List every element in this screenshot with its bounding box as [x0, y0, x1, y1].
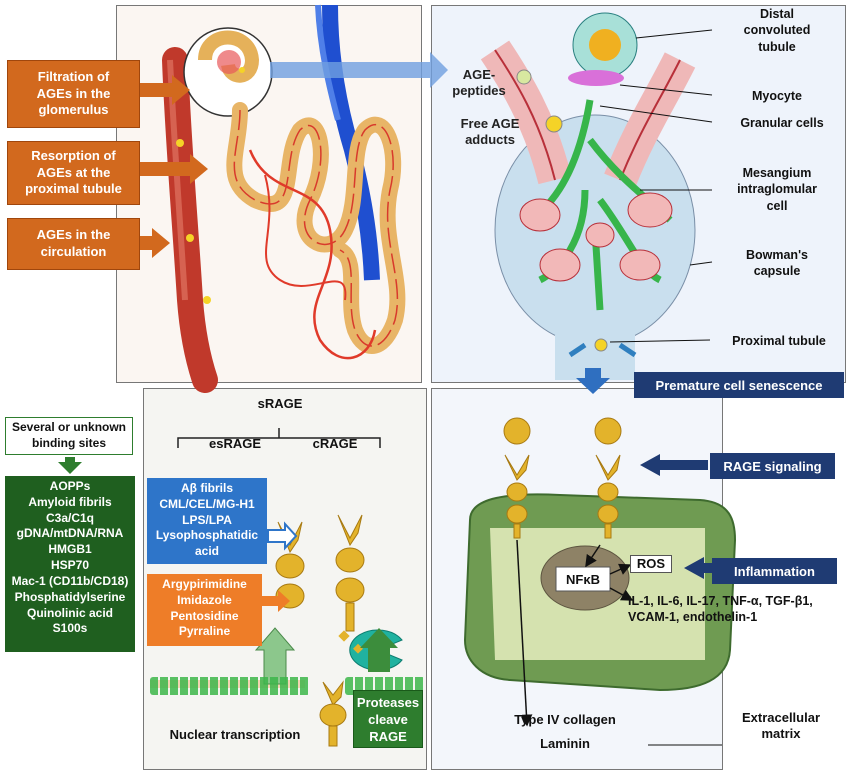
rage-receptor-3 — [319, 680, 347, 747]
esrage-label: esRAGE — [208, 436, 262, 451]
blue-ligand-list: Aβ fibrils CML/CEL/MG-H1 LPS/LPA Lysopho… — [147, 478, 267, 564]
orange-ligand-list: Argypirimidine Imidazole Pentosidine Pyr… — [147, 574, 262, 646]
green-ligand-list: AOPPs Amyloid fibrils C3a/C1q gDNA/mtDNA… — [5, 476, 135, 652]
srage-title: sRAGE — [257, 396, 303, 411]
rage-signaling-arrow — [640, 454, 708, 476]
membrane-bilayer-left — [150, 677, 310, 695]
ros-label: ROS — [630, 555, 672, 574]
senescence-box: Premature cell senescence — [634, 372, 844, 398]
collagen-label: Type IV collagen — [514, 712, 616, 727]
rage-signaling-box: RAGE signaling — [710, 453, 835, 479]
laminin-label: Laminin — [540, 736, 590, 751]
blood-vessel — [162, 47, 218, 393]
cytokines-label: IL-1, IL-6, IL-17, TNF-α, TGF-β1,VCAM-1,… — [628, 594, 813, 624]
proximal-tubule-label: Proximal tubule — [732, 334, 826, 348]
nuclear-transcription-label: Nuclear transcription — [169, 727, 301, 742]
myocyte-label: Myocyte — [751, 89, 803, 103]
inflammation-arrow — [684, 557, 712, 579]
granular-cells-label: Granular cells — [740, 116, 824, 130]
nfkb-label: NFκB — [566, 572, 600, 587]
crage-label: cRAGE — [312, 436, 358, 451]
srage-bracket — [177, 428, 381, 448]
inflammation-box: Inflammation — [712, 558, 837, 584]
proteases-arrow — [360, 628, 398, 672]
age-peptides-label: AGE-peptides — [452, 67, 506, 99]
zoom-arrow — [270, 52, 448, 88]
senescence-arrow — [576, 368, 610, 394]
rage-receptor-2 — [335, 514, 365, 632]
